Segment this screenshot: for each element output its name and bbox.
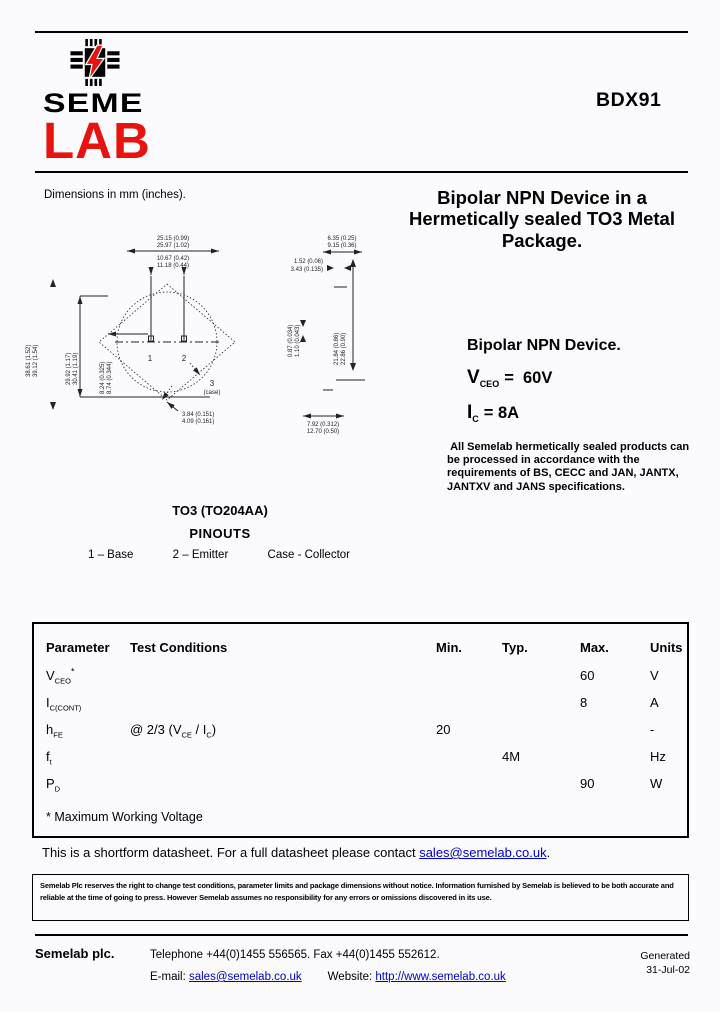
max-cell: 90 — [580, 776, 595, 791]
pin-2-label: 2 — [182, 354, 187, 363]
table-row: VCEO* 60 V — [34, 662, 687, 689]
pinout-emitter: 2 – Emitter — [172, 549, 229, 561]
header-rule — [35, 171, 688, 173]
dim-label: 29.92 (1.17) — [66, 353, 72, 385]
dim-label: 4.09 (0.161) — [182, 419, 214, 425]
device-heading: Bipolar NPN Device. — [467, 337, 621, 354]
dim-label: 21.84 (0.86) — [334, 333, 340, 365]
generated-date: 31-Jul-02 — [646, 964, 690, 976]
sales-email-link[interactable]: sales@semelab.co.uk — [419, 845, 547, 860]
pinout-row: 1 – Base 2 – Emitter Case - Collector — [88, 549, 350, 561]
dim-label: 38.61 (1.52) — [26, 345, 32, 377]
dim-label: 3.43 (0.135) — [291, 267, 323, 273]
brand-seme: SEME — [43, 88, 144, 118]
header-parameter: Parameter — [46, 640, 110, 655]
phone-fax-line: Telephone +44(0)1455 556565. Fax +44(0)1… — [150, 949, 440, 961]
email-website-line: E-mail: sales@semelab.co.uk Website: http… — [150, 971, 506, 983]
header-units: Units — [650, 640, 683, 655]
typ-cell: 4M — [502, 749, 521, 764]
max-cell: 60 — [580, 668, 595, 683]
param-cell: PD — [46, 776, 61, 794]
shortform-note: This is a shortform datasheet. For a ful… — [42, 845, 551, 860]
dim-label: 10.67 (0.42) — [157, 256, 189, 262]
units-cell: W — [650, 776, 663, 791]
dim-label: 0.87 (0.034) — [288, 325, 294, 357]
units-cell: V — [650, 668, 659, 683]
brand-lab: LAB — [43, 112, 151, 169]
dim-label: 1.52 (0.06) — [294, 259, 323, 265]
dim-label: 12.70 (0.50) — [307, 429, 339, 435]
table-footnote: * Maximum Working Voltage — [46, 810, 203, 824]
units-cell: - — [650, 722, 655, 737]
table-row: IC(CONT) 8 A — [34, 689, 687, 716]
case-label: (case) — [204, 390, 221, 396]
package-name: TO3 (TO204AA) — [172, 503, 268, 518]
dim-label: 6.35 (0.25) — [327, 236, 356, 242]
dim-label: 39.12 (1.54) — [33, 345, 39, 377]
dim-label: 3.84 (0.151) — [182, 412, 214, 418]
param-cell: hFE — [46, 722, 63, 740]
dim-label: 9.15 (0.36) — [327, 243, 356, 249]
chip-lightning-icon — [70, 39, 120, 86]
table-row: ft 4M Hz — [34, 743, 687, 770]
max-cell: 8 — [580, 695, 588, 710]
generated-label: Generated — [640, 950, 690, 962]
units-cell: A — [650, 695, 659, 710]
part-number: BDX91 — [596, 89, 662, 111]
units-cell: Hz — [650, 749, 666, 764]
min-cell: 20 — [436, 722, 451, 737]
top-rule — [35, 31, 688, 33]
company-name: Semelab plc. — [35, 946, 115, 961]
website-label: Website: — [327, 971, 376, 983]
dim-label: 1.10 (0.043) — [295, 325, 301, 357]
footer-email-link[interactable]: sales@semelab.co.uk — [188, 971, 302, 983]
param-cell: VCEO* — [46, 666, 75, 686]
disclaimer-box: Semelab Plc reserves the right to change… — [32, 874, 689, 921]
dim-label: 22.86 (0.90) — [341, 333, 347, 365]
spec-table: Parameter Test Conditions Min. Typ. Max.… — [32, 622, 689, 838]
dimensions-note: Dimensions in mm (inches). — [44, 189, 186, 201]
cond-cell: @ 2/3 (VCE / IC) — [130, 722, 217, 740]
dim-label: 11.18 (0.44) — [157, 263, 189, 269]
vceo-spec: VCEO= 60V — [467, 367, 553, 390]
pinouts-title: PINOUTS — [189, 526, 251, 541]
header-test-conditions: Test Conditions — [130, 640, 228, 655]
dim-label: 30.41 (1.19) — [73, 353, 79, 385]
footer-rule — [35, 934, 688, 936]
hermetic-note: All Semelab hermetically sealed products… — [447, 441, 693, 493]
generated-stamp: Generated 31-Jul-02 — [612, 949, 690, 977]
table-row: PD 90 W — [34, 770, 687, 797]
table-header-row: Parameter Test Conditions Min. Typ. Max.… — [34, 633, 687, 662]
pinout-collector: Case - Collector — [267, 549, 350, 561]
param-cell: ft — [46, 749, 52, 767]
footer-website-link[interactable]: http://www.semelab.co.uk — [375, 971, 506, 983]
header-min: Min. — [436, 640, 462, 655]
table-row: hFE @ 2/3 (VCE / IC) 20 - — [34, 716, 687, 743]
pin-1-label: 1 — [148, 354, 153, 363]
dim-label: 7.92 (0.312) — [307, 422, 339, 428]
dim-label: 25.97 (1.02) — [157, 243, 189, 249]
param-cell: IC(CONT) — [46, 695, 82, 713]
semelab-logo: SEME LAB — [43, 39, 173, 169]
ic-spec: IC= 8A — [467, 402, 520, 425]
package-title: Bipolar NPN Device in a Hermetically sea… — [409, 187, 675, 251]
pinout-base: 1 – Base — [88, 549, 134, 561]
header-max: Max. — [580, 640, 609, 655]
pin-3-label: 3 — [210, 379, 215, 388]
dim-label: 8.74 (0.344) — [107, 362, 113, 394]
dim-label: 8.24 (0.325) — [100, 362, 106, 394]
package-drawing: 25.15 (0.99) 25.97 (1.02) 10.67 (0.42) 1… — [26, 236, 365, 435]
header-typ: Typ. — [502, 640, 528, 655]
email-label: E-mail: — [150, 971, 189, 983]
dim-label: 25.15 (0.99) — [157, 236, 189, 242]
